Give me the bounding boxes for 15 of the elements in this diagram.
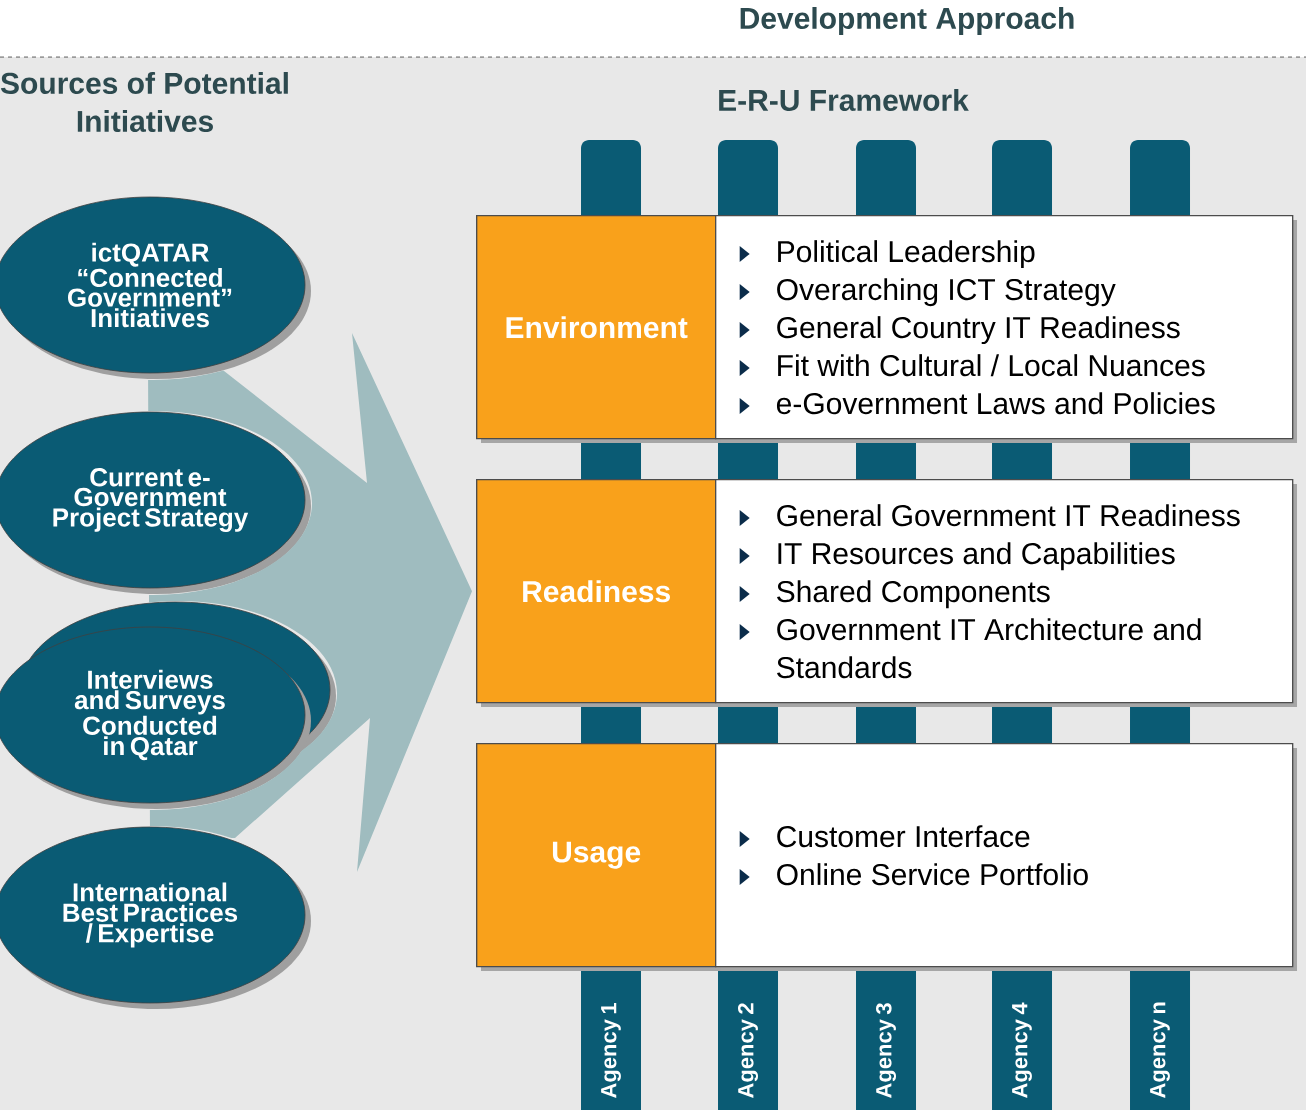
bullet-list-box: Political Leadership Overarching ICT Strategy General Country IT Readiness Fit with Cultural / Local Nuances e-Government Laws and Policies [715, 215, 1297, 443]
block-arrow [148, 333, 472, 872]
agency-column: Agency 3 [856, 966, 916, 1110]
agency-column: Agency 1 [581, 966, 641, 1110]
category-box: Usage [476, 743, 720, 971]
agency-column: Agency n [1130, 966, 1190, 1110]
agency-column: Agency 2 [718, 966, 778, 1110]
section-heading: E-R-U Framework [719, 89, 969, 111]
category-box: Readiness [476, 479, 720, 707]
category-box: Environment [476, 215, 720, 443]
bullet-list-box: Customer Interface Online Service Portfolio [715, 743, 1297, 971]
heading: Development Approach [740, 7, 1074, 35]
bullet-list-box: General Government IT Readiness IT Resources and Capabilities Shared Components Government IT Architecture and Standards [715, 479, 1297, 707]
agency-column: Agency 4 [992, 966, 1052, 1110]
section-heading: Sources of Potential Initiatives [0, 72, 288, 132]
